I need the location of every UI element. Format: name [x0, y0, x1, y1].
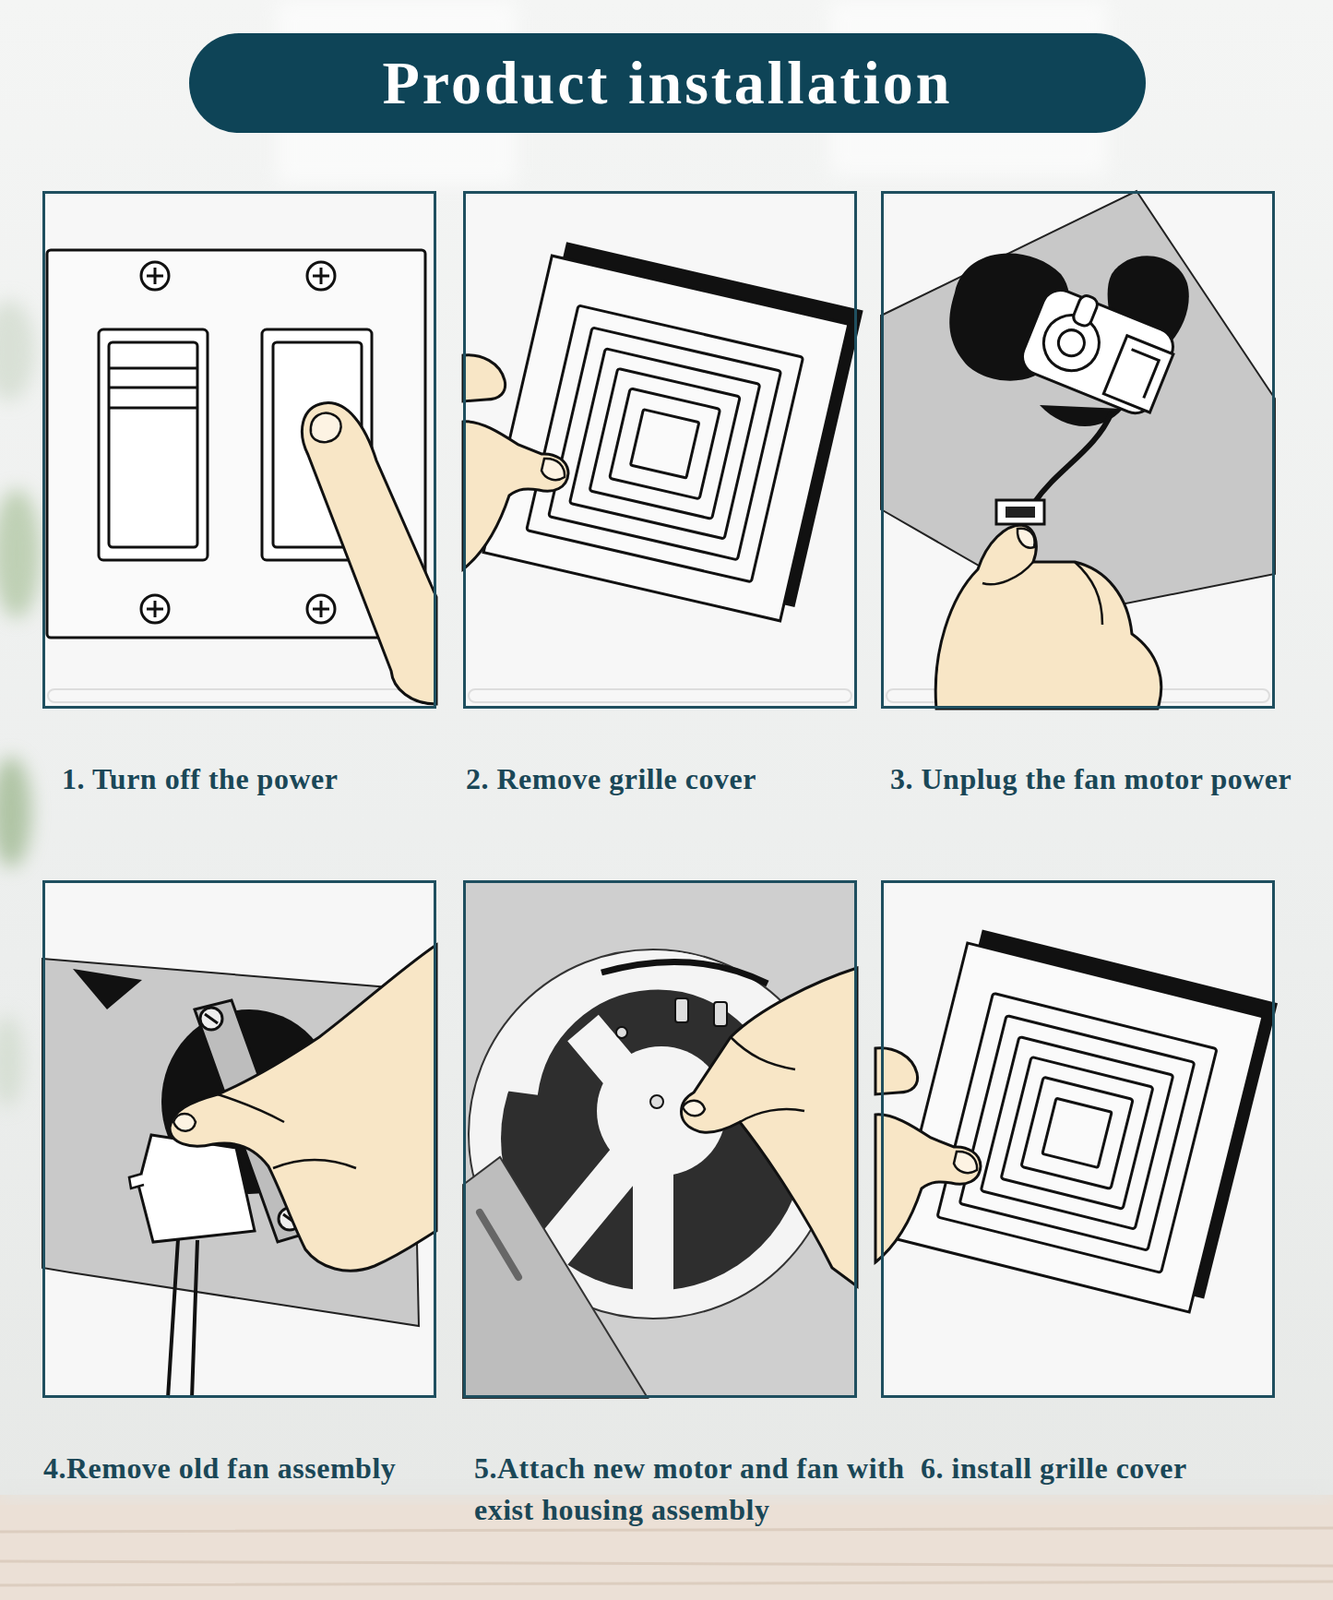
unplug-illustration — [1116, 349, 1159, 399]
remove-fan-illustration — [138, 1134, 255, 1242]
unplug-illustration — [1103, 335, 1174, 413]
remove-fan-illustration — [42, 880, 437, 1398]
switch-illustration — [108, 342, 198, 548]
grille-install-illustration — [875, 1047, 981, 1262]
unplug-illustration — [935, 524, 1162, 709]
title-banner: Product installation — [189, 33, 1146, 133]
grille-install-illustration — [893, 927, 1278, 1315]
attach-motor-illustration — [616, 1026, 628, 1038]
attach-motor-illustration — [463, 880, 857, 1398]
switch-illustration — [47, 689, 431, 703]
step-caption: 3. Unplug the fan motor power — [890, 758, 1297, 800]
step-caption: 2. Remove grille cover — [465, 758, 872, 800]
remove-fan-illustration — [72, 968, 143, 1010]
step-caption: 1. Turn off the power — [61, 758, 450, 800]
step-panel: 4.Remove old fan assembly — [42, 880, 437, 1398]
switch-illustration — [108, 368, 198, 408]
room-background — [0, 488, 41, 619]
step-panel: 1. Turn off the power — [42, 190, 437, 709]
room-background — [0, 1527, 1333, 1585]
switch-illustration — [42, 190, 437, 709]
switch-illustration — [301, 403, 437, 704]
remove-fan-illustration — [169, 944, 437, 1271]
remove-fan-illustration — [200, 1007, 223, 1030]
step-caption: 4.Remove old fan assembly — [43, 1447, 464, 1489]
attach-motor-illustration — [479, 1212, 519, 1277]
unplug-illustration — [1016, 284, 1179, 418]
remove-fan-illustration — [129, 1173, 144, 1189]
attach-motor-illustration — [650, 1094, 664, 1108]
switch-illustration — [310, 413, 342, 442]
unplug-illustration — [1035, 307, 1107, 380]
attach-motor-illustration — [463, 1156, 648, 1398]
unplug-illustration — [1016, 281, 1181, 420]
attach-motor-illustration — [601, 961, 768, 984]
remove-fan-illustration — [167, 1238, 198, 1398]
grille-removal-illustration — [463, 355, 569, 570]
unplug-illustration — [1054, 325, 1088, 359]
remove-fan-illustration — [42, 880, 437, 1398]
attach-motor-illustration — [681, 967, 858, 1286]
unplug-illustration — [880, 190, 1275, 709]
unplug-illustration — [982, 561, 1103, 625]
unplug-illustration — [880, 190, 1275, 616]
unplug-illustration — [1017, 528, 1036, 548]
room-background — [0, 1014, 24, 1107]
unplug-illustration — [1034, 412, 1112, 503]
grille-install-illustration — [875, 880, 1278, 1398]
step-panel: 5.Attach new motor and fan with exist ho… — [463, 880, 857, 1398]
step-caption: 6. install grille cover — [920, 1447, 1309, 1489]
attach-motor-illustration — [682, 1100, 705, 1117]
step-panel: 3. Unplug the fan motor power — [880, 190, 1275, 709]
unplug-illustration — [996, 499, 1045, 524]
remove-fan-illustration — [204, 1013, 218, 1024]
remove-fan-illustration — [173, 1113, 196, 1131]
switch-illustration — [42, 190, 437, 709]
unplug-illustration — [880, 190, 1275, 709]
grille-removal-illustration — [483, 239, 864, 624]
attach-motor-illustration — [714, 1001, 727, 1026]
attach-motor-illustration — [675, 998, 689, 1023]
remove-fan-illustration — [217, 1094, 357, 1168]
step-panel: 6. install grille cover — [880, 880, 1275, 1398]
step-caption: 5.Attach new motor and fan with exist ho… — [474, 1447, 908, 1531]
room-background — [0, 756, 32, 868]
grille-removal-illustration — [463, 190, 864, 709]
step-panel: 2. Remove grille cover — [463, 190, 857, 709]
grille-removal-illustration — [468, 689, 852, 703]
switch-illustration — [98, 329, 208, 560]
attach-motor-illustration — [463, 880, 857, 1398]
room-background — [0, 299, 36, 402]
unplug-illustration — [1005, 506, 1036, 518]
attach-motor-illustration — [730, 1036, 805, 1122]
unplug-illustration — [1071, 293, 1100, 328]
